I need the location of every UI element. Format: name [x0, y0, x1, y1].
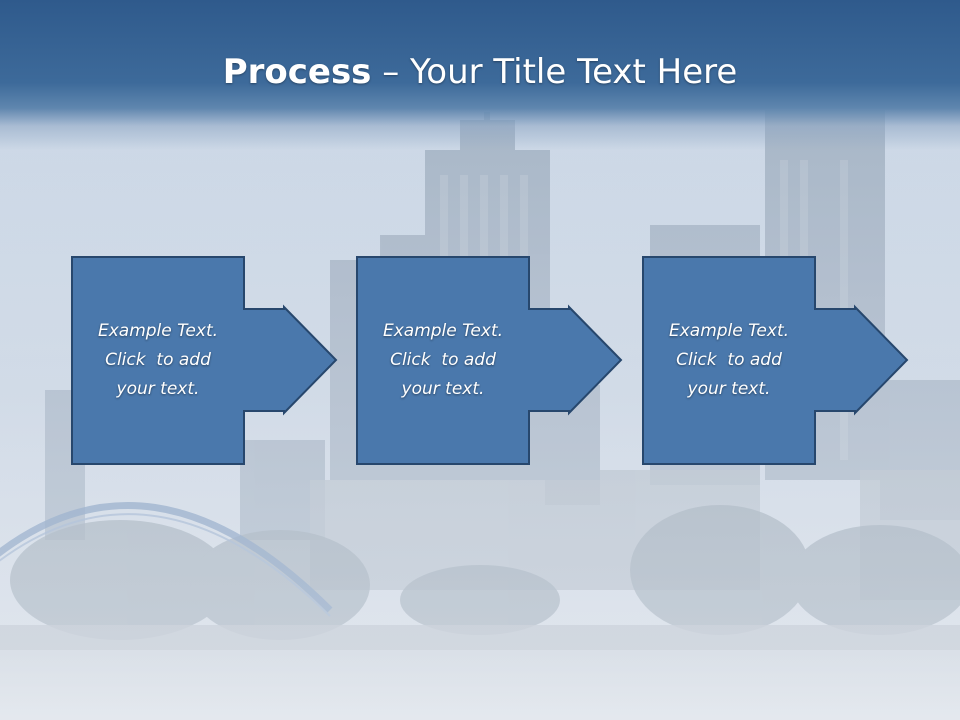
step-2-line-3: your text.: [401, 379, 485, 399]
step-3-line-1: Example Text.: [668, 321, 790, 341]
step-1-line-2: Click to add: [105, 350, 211, 370]
title-rest: – Your Title Text Here: [371, 52, 738, 92]
slide-title[interactable]: Process – Your Title Text Here: [0, 52, 960, 92]
step-1-line-1: Example Text.: [97, 321, 219, 341]
step-2-shape: [356, 256, 623, 465]
step-3-line-3: your text.: [687, 379, 771, 399]
step-2-text[interactable]: Example Text. Click to add your text.: [357, 257, 529, 464]
step-2-line-1: Example Text.: [382, 321, 504, 341]
step-3-shape: [642, 256, 909, 465]
step-1-text[interactable]: Example Text. Click to add your text.: [72, 257, 244, 464]
step-3-text[interactable]: Example Text. Click to add your text.: [643, 257, 815, 464]
title-bar: [0, 0, 960, 150]
step-1-line-3: your text.: [116, 379, 200, 399]
step-1-shape: [71, 256, 338, 465]
title-bold: Process: [222, 52, 372, 92]
step-2-line-2: Click to add: [390, 350, 496, 370]
step-3-line-2: Click to add: [676, 350, 782, 370]
